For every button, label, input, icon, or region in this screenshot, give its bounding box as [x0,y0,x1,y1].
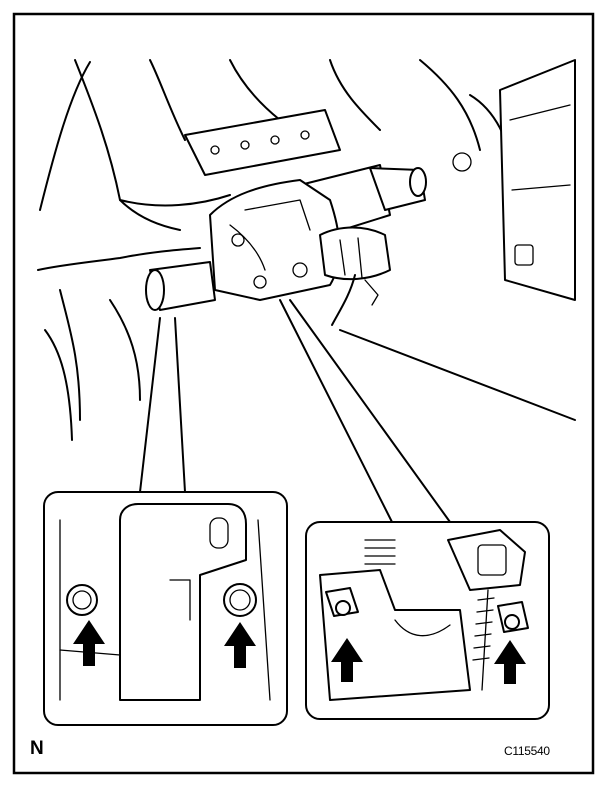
figure-id: C115540 [504,744,550,758]
up-arrow-icon [224,622,256,668]
up-arrow-icon [494,640,526,684]
figure-border [12,12,595,775]
steering-column-illustration [37,59,576,523]
right-bolt-detail [305,521,550,720]
left-bolt-detail [43,491,288,726]
orientation-label: N [30,738,44,759]
up-arrow-icon [331,638,363,682]
up-arrow-icon [73,620,105,666]
